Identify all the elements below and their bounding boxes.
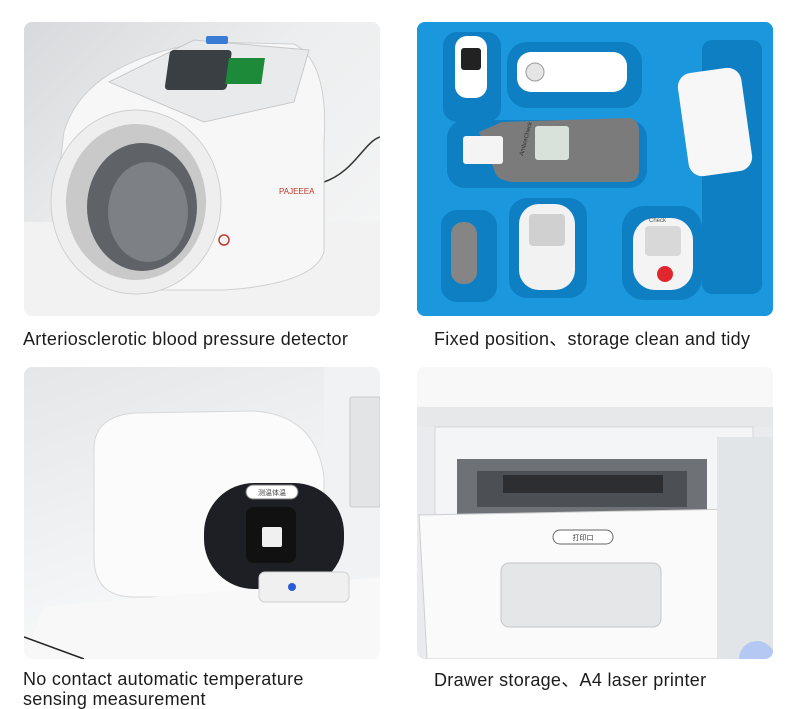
caption-blood-pressure-detector: Arteriosclerotic blood pressure detector (23, 329, 349, 349)
device-label-check: Check (649, 218, 667, 224)
blood-pressure-detector-photo: PAJEEEA (24, 22, 380, 316)
drawer-printer-image: 打印口 (417, 367, 773, 659)
thermometer-image: 测温体温 (24, 367, 380, 659)
caption-drawer-printer: Drawer storage、A4 laser printer (434, 670, 707, 690)
device-label-temp: 测温体温 (258, 488, 286, 497)
device-label-print-port: 打印口 (573, 533, 594, 542)
device-brand-text: PAJEEEA (279, 187, 315, 196)
thermometer-photo: 测温体温 (24, 367, 380, 659)
caption-thermometer: No contact automatic temperature sensing… (23, 669, 304, 709)
storage-tray-photo: Check AmbreCheck (417, 22, 773, 316)
caption-storage-tray: Fixed position、storage clean and tidy (434, 329, 751, 349)
storage-tray-image: Check AmbreCheck (417, 22, 773, 316)
drawer-printer-photo: 打印口 (417, 367, 773, 659)
blood-pressure-detector-image: PAJEEEA (24, 36, 380, 316)
